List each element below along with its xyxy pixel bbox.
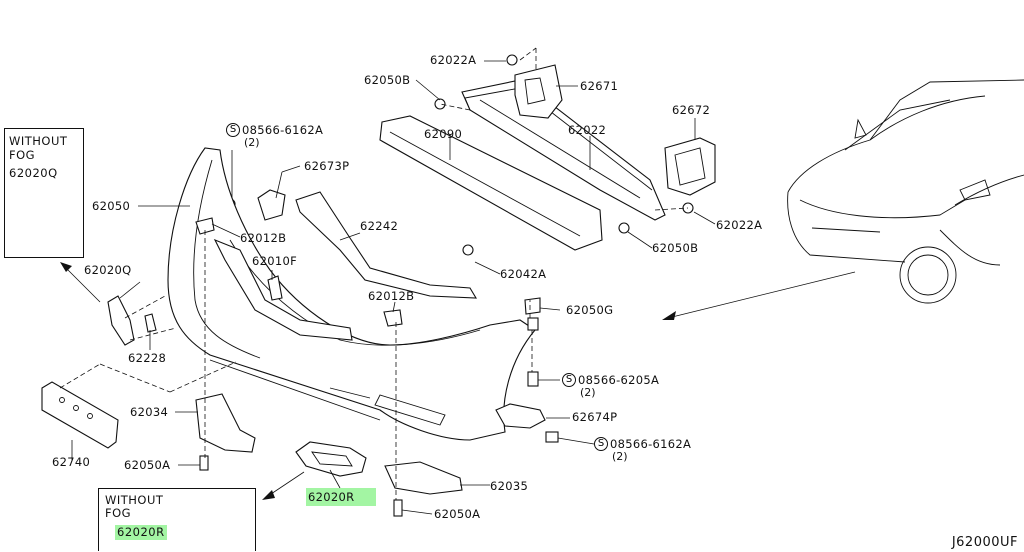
inset-part-label-highlighted: 62020R bbox=[115, 525, 167, 540]
inset-without-fog-bottom: WITHOUT FOG 62020R bbox=[98, 488, 256, 551]
screw-symbol-icon: S bbox=[594, 437, 608, 451]
label-08566-6205A[interactable]: 08566-6205A bbox=[578, 373, 660, 387]
qty-08566-6205A: (2) bbox=[580, 386, 596, 399]
label-62050G[interactable]: 62050G bbox=[566, 303, 614, 317]
label-62671[interactable]: 62671 bbox=[580, 79, 619, 93]
label-62020Q[interactable]: 62020Q bbox=[84, 263, 132, 277]
label-62050A-left[interactable]: 62050A bbox=[124, 458, 171, 472]
label-62042A[interactable]: 62042A bbox=[500, 267, 547, 281]
diagram-code: J62000UF bbox=[951, 535, 1018, 550]
label-62010F[interactable]: 62010F bbox=[252, 254, 297, 268]
label-62242[interactable]: 62242 bbox=[360, 219, 399, 233]
screw-symbol-icon: S bbox=[226, 123, 240, 137]
label-62022[interactable]: 62022 bbox=[568, 123, 607, 137]
label-62012B-mid[interactable]: 62012B bbox=[368, 289, 415, 303]
inset-without-fog-left: WITHOUT FOG 62020Q bbox=[4, 128, 84, 258]
label-62672[interactable]: 62672 bbox=[672, 103, 711, 117]
label-62090[interactable]: 62090 bbox=[424, 127, 463, 141]
inset-title-line1: WITHOUT bbox=[9, 134, 68, 148]
inset-title-line2: FOG bbox=[9, 148, 36, 162]
label-62034[interactable]: 62034 bbox=[130, 405, 169, 419]
label-62050B-right[interactable]: 62050B bbox=[652, 241, 699, 255]
label-62740[interactable]: 62740 bbox=[52, 455, 91, 469]
inset-part-label: 62020Q bbox=[9, 166, 58, 180]
screw-symbol-icon: S bbox=[562, 373, 576, 387]
inset-title-line2: FOG bbox=[105, 506, 132, 520]
label-62035[interactable]: 62035 bbox=[490, 479, 529, 493]
label-62022A-right[interactable]: 62022A bbox=[716, 218, 763, 232]
label-62012B-left[interactable]: 62012B bbox=[240, 231, 287, 245]
label-62020R-highlighted[interactable]: 62020R bbox=[306, 488, 376, 506]
label-62673P[interactable]: 62673P bbox=[304, 159, 350, 173]
label-62022A-top[interactable]: 62022A bbox=[430, 53, 477, 67]
label-08566-6162A-top[interactable]: 08566-6162A bbox=[242, 123, 324, 137]
vehicle-outline bbox=[787, 79, 1024, 304]
qty-08566-6162A-top: (2) bbox=[244, 136, 260, 149]
qty-08566-6162A-bottom: (2) bbox=[612, 450, 628, 463]
inset-title-line1: WITHOUT bbox=[105, 493, 164, 507]
label-62050B-top[interactable]: 62050B bbox=[364, 73, 411, 87]
label-08566-6162A-bottom[interactable]: 08566-6162A bbox=[610, 437, 692, 451]
label-62674P[interactable]: 62674P bbox=[572, 410, 618, 424]
label-62050[interactable]: 62050 bbox=[92, 199, 131, 213]
label-62228[interactable]: 62228 bbox=[128, 351, 167, 365]
label-62050A-bottom[interactable]: 62050A bbox=[434, 507, 481, 521]
bumper-fascia-62050 bbox=[167, 147, 536, 441]
